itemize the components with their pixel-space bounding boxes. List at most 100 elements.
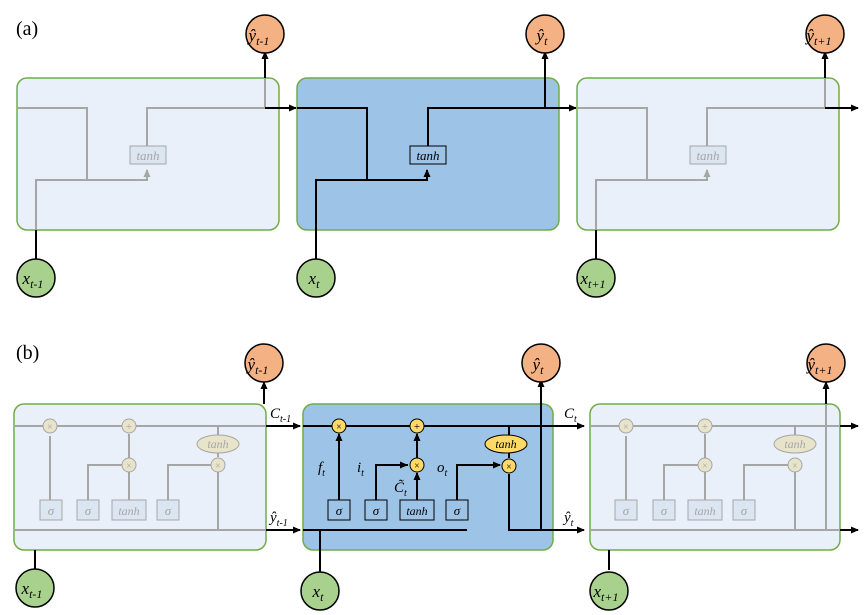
output-node-b-t-1: ŷt-1 bbox=[244, 343, 284, 383]
panel-a: (a) tanh tanh bbox=[16, 14, 859, 298]
add-node bbox=[121, 418, 137, 434]
output-sigma-gate bbox=[445, 499, 469, 521]
svg-text:σ: σ bbox=[336, 503, 343, 518]
cell-tanh-node bbox=[484, 434, 528, 454]
svg-text:×: × bbox=[126, 461, 132, 472]
svg-text:xt+1: xt+1 bbox=[593, 582, 619, 604]
hidden-state-prev-label: ŷt-1 bbox=[268, 510, 288, 529]
tanh-label: tanh bbox=[136, 148, 159, 163]
input-gate-label: it bbox=[357, 460, 364, 479]
sigma-gate bbox=[732, 499, 756, 521]
svg-text:xt+1: xt+1 bbox=[580, 269, 606, 291]
svg-text:xt-1: xt-1 bbox=[21, 579, 43, 601]
svg-text:×: × bbox=[792, 461, 798, 472]
svg-text:×: × bbox=[336, 422, 342, 433]
input-node-b-t: xt bbox=[300, 550, 340, 611]
multiply-node bbox=[42, 418, 58, 434]
svg-text:×: × bbox=[623, 422, 629, 433]
output-node-t: ŷt bbox=[525, 14, 565, 54]
candidate-tanh-gate bbox=[399, 499, 435, 521]
tanh-gate bbox=[111, 499, 147, 521]
svg-text:xt: xt bbox=[308, 269, 321, 291]
lstm-cell-current: σ σ tanh σ × + × × tanh ft it C̃t ot bbox=[302, 379, 585, 551]
forget-multiply-node bbox=[331, 418, 347, 434]
svg-text:tanh: tanh bbox=[694, 504, 715, 518]
svg-text:tanh: tanh bbox=[495, 437, 516, 451]
input-node-t: xt bbox=[296, 258, 336, 298]
sigma-gate bbox=[614, 499, 638, 521]
tanh-box bbox=[689, 145, 727, 165]
svg-text:σ: σ bbox=[373, 503, 380, 518]
svg-text:×: × bbox=[702, 461, 708, 472]
svg-text:σ: σ bbox=[165, 503, 172, 518]
forget-sigma-gate bbox=[327, 499, 351, 521]
svg-text:+: + bbox=[414, 421, 420, 433]
svg-text:ŷt: ŷt bbox=[531, 355, 545, 377]
svg-text:ŷt+1: ŷt+1 bbox=[806, 355, 833, 377]
add-node bbox=[697, 418, 713, 434]
svg-text:×: × bbox=[506, 462, 512, 473]
svg-text:+: + bbox=[702, 421, 708, 433]
cell-add-node bbox=[409, 418, 425, 434]
svg-text:tanh: tanh bbox=[207, 437, 228, 451]
svg-text:tanh: tanh bbox=[784, 437, 805, 451]
panel-b: (b) σ σ bbox=[13, 342, 859, 611]
candidate-label: C̃t bbox=[394, 479, 407, 499]
lstm-cell-next: σ σ tanh σ × + × × tanh bbox=[589, 381, 859, 570]
output-multiply-node bbox=[501, 458, 517, 474]
input-sigma-gate bbox=[364, 499, 388, 521]
svg-text:σ: σ bbox=[623, 503, 630, 518]
sigma-gate bbox=[156, 499, 180, 521]
svg-text:xt-1: xt-1 bbox=[22, 269, 44, 291]
cell-tanh-node bbox=[196, 434, 240, 454]
output-node-t+1: ŷt+1 bbox=[805, 14, 845, 54]
lstm-cell-prev: σ σ tanh σ × + × × tanh bbox=[13, 381, 301, 570]
output-gate-label: ot bbox=[437, 460, 448, 479]
svg-text:×: × bbox=[414, 461, 420, 472]
rnn-cell-next: tanh bbox=[576, 51, 859, 260]
panel-a-label: (a) bbox=[16, 18, 38, 40]
svg-text:tanh: tanh bbox=[118, 504, 139, 518]
panel-b-label: (b) bbox=[16, 342, 39, 364]
svg-text:σ: σ bbox=[661, 503, 668, 518]
svg-text:ŷt-1: ŷt-1 bbox=[247, 26, 270, 48]
svg-text:×: × bbox=[215, 461, 221, 472]
tanh-label: tanh bbox=[696, 148, 719, 163]
tanh-gate bbox=[687, 499, 723, 521]
input-node-t-1: xt-1 bbox=[16, 258, 56, 298]
multiply-node bbox=[787, 457, 803, 473]
input-node-b-t-1: xt-1 bbox=[15, 568, 55, 608]
svg-text:×: × bbox=[47, 422, 53, 433]
output-node-b-t: ŷt bbox=[521, 343, 561, 383]
multiply-node bbox=[210, 457, 226, 473]
svg-text:σ: σ bbox=[85, 503, 92, 518]
output-node-b-t+1: ŷt+1 bbox=[806, 343, 846, 383]
sigma-gate bbox=[652, 499, 676, 521]
input-node-t+1: xt+1 bbox=[576, 258, 616, 298]
forget-gate-label: ft bbox=[318, 460, 325, 479]
cell-state-cur-label: Ct bbox=[564, 406, 577, 425]
svg-text:ŷt+1: ŷt+1 bbox=[805, 26, 832, 48]
multiply-node bbox=[618, 418, 634, 434]
sigma-gate bbox=[39, 499, 63, 521]
svg-text:tanh: tanh bbox=[406, 504, 427, 518]
input-node-b-t+1: xt+1 bbox=[589, 571, 629, 611]
sigma-gate bbox=[76, 499, 100, 521]
svg-text:ŷt-1: ŷt-1 bbox=[246, 355, 269, 377]
multiply-node bbox=[121, 457, 137, 473]
svg-text:xt: xt bbox=[312, 582, 325, 604]
tanh-label: tanh bbox=[416, 148, 439, 163]
cell-state-prev-label: Ct-1 bbox=[270, 406, 291, 425]
input-multiply-node bbox=[409, 457, 425, 473]
output-node-t-1: ŷt-1 bbox=[245, 14, 285, 54]
svg-text:+: + bbox=[126, 421, 132, 433]
svg-text:ŷt: ŷt bbox=[535, 26, 549, 48]
svg-text:σ: σ bbox=[454, 503, 461, 518]
multiply-node bbox=[697, 457, 713, 473]
svg-text:σ: σ bbox=[741, 503, 748, 518]
tanh-box bbox=[409, 145, 447, 165]
svg-text:σ: σ bbox=[48, 503, 55, 518]
rnn-cell-current: tanh bbox=[296, 51, 577, 260]
rnn-cell-prev: tanh bbox=[16, 51, 297, 260]
